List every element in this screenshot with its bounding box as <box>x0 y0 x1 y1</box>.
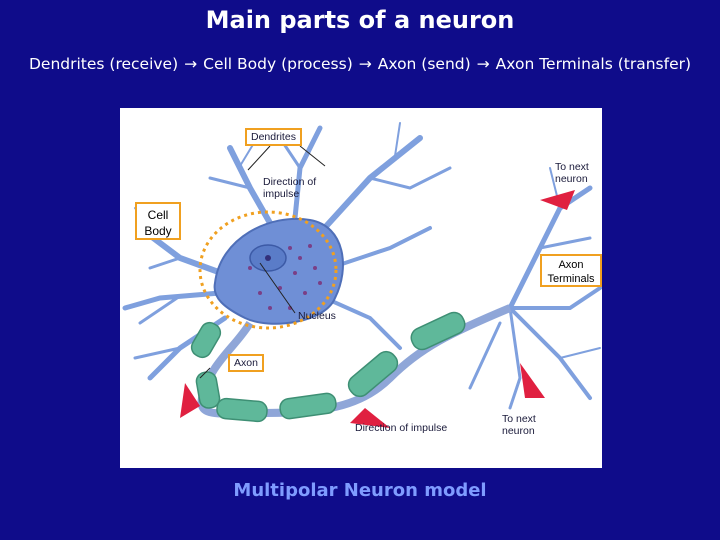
to-next-neuron-top-label: To next neuron <box>555 161 589 185</box>
flow-step-axon-terminals: Axon Terminals (transfer) <box>495 55 692 73</box>
direction-of-impulse-bottom-label: Direction of impulse <box>355 422 448 434</box>
impulse-arrows <box>180 190 575 428</box>
flow-step-axon: Axon (send) <box>377 55 471 73</box>
arrow-right-icon: → <box>358 55 372 73</box>
arrow-icon <box>350 408 390 428</box>
figure-caption: Multipolar Neuron model <box>233 480 487 501</box>
leader-lines <box>199 145 326 379</box>
arrow-right-icon: → <box>476 55 490 73</box>
arrow-right-icon: → <box>184 55 198 73</box>
neuron-illustration: Dendrites Direction of impulse To next n… <box>120 108 602 468</box>
flow-summary: Dendrites (receive) → Cell Body (process) →… <box>20 53 700 75</box>
myelin-segments <box>190 311 466 423</box>
dendrites-label: Dendrites <box>245 128 302 146</box>
cell-body-callout: Cell Body <box>135 202 181 240</box>
arrow-icon <box>540 190 575 210</box>
direction-of-impulse-label: Direction of impulse <box>263 176 317 200</box>
to-next-neuron-bottom-label: To next neuron <box>502 413 536 437</box>
cell-body-highlight <box>198 210 338 330</box>
axon-terminal-branches <box>468 167 602 410</box>
slide-title: Main parts of a neuron <box>205 6 515 34</box>
arrow-icon <box>520 363 545 398</box>
flow-step-cell-body: Cell Body (process) <box>203 55 353 73</box>
axon-label: Axon <box>228 354 264 372</box>
neuron-drawing <box>122 122 602 428</box>
flow-step-dendrites: Dendrites (receive) <box>28 55 179 73</box>
arrow-icon <box>180 383 200 418</box>
nucleus-label: Nucleus <box>298 310 336 322</box>
nucleolus <box>265 255 271 261</box>
axon-terminals-callout: Axon Terminals <box>540 254 602 287</box>
